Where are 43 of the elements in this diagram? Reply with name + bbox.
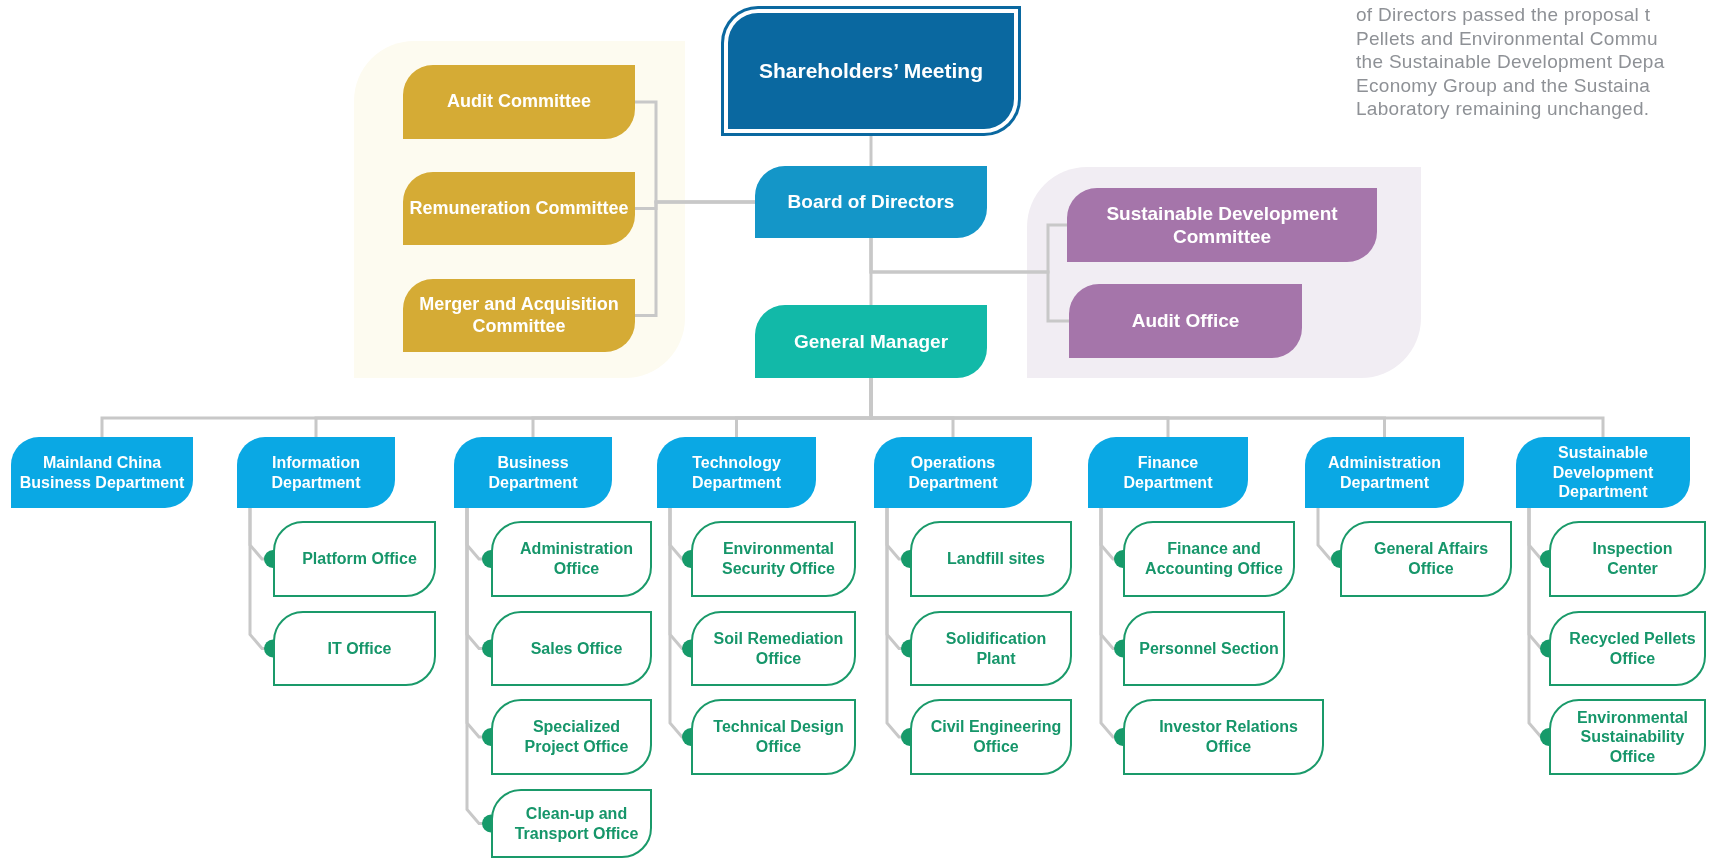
connector-line [869, 238, 1069, 323]
office-box: Soil Remediation Office [691, 611, 856, 686]
department-box: Administration Department [1305, 437, 1464, 508]
executive-box: General Manager [755, 305, 987, 378]
office-box: Sales Office [491, 611, 652, 686]
office-box: Technical Design Office [691, 699, 856, 775]
office-box: Recycled Pellets Office [1549, 611, 1706, 686]
committee-box: Audit Office [1069, 284, 1302, 358]
office-box: Personnel Section [1123, 611, 1285, 686]
office-box: Landfill sites [910, 521, 1072, 597]
governance-box: Board of Directors [755, 166, 987, 238]
office-box: Finance and Accounting Office [1123, 521, 1295, 597]
note-text: Economy Group and the Sustaina [1356, 74, 1651, 97]
office-box: Clean-up and Transport Office [491, 789, 652, 858]
committee-box: Remuneration Committee [403, 172, 635, 245]
note-text: Laboratory remaining unchanged. [1356, 98, 1650, 120]
office-box: Investor Relations Office [1123, 699, 1324, 775]
committee-panel [354, 41, 685, 378]
department-box: Mainland China Business Department [11, 437, 193, 508]
department-box: Information Department [237, 437, 395, 508]
committee-box: Sustainable Development Committee [1067, 188, 1377, 262]
connector-line [635, 200, 755, 317]
department-box: Finance Department [1088, 437, 1248, 508]
office-box: Administration Office [491, 521, 652, 597]
office-box: Specialized Project Office [491, 699, 652, 775]
office-box: IT Office [273, 611, 436, 686]
office-box: Environmental Sustainability Office [1549, 699, 1706, 775]
office-box: General Affairs Office [1340, 521, 1512, 597]
department-box: Operations Department [874, 437, 1032, 508]
department-box: Technology Department [657, 437, 816, 508]
office-box: Environmental Security Office [691, 521, 856, 597]
committee-panel [1027, 167, 1421, 378]
department-box: Business Department [454, 437, 612, 508]
office-box: Platform Office [273, 521, 436, 597]
office-box: Civil Engineering Office [910, 699, 1072, 775]
office-box: Solidification Plant [910, 611, 1072, 686]
note-text: of Directors passed the proposal t [1356, 4, 1651, 26]
note-text: Pellets and Environmental Commu [1356, 27, 1658, 50]
department-box: Sustainable Development Department [1516, 437, 1690, 508]
office-box: Inspection Center [1549, 521, 1706, 597]
note-text: the Sustainable Development Depa [1356, 51, 1665, 73]
committee-box: Audit Committee [403, 65, 635, 139]
committee-box: Merger and Acquisition Committee [403, 279, 635, 352]
